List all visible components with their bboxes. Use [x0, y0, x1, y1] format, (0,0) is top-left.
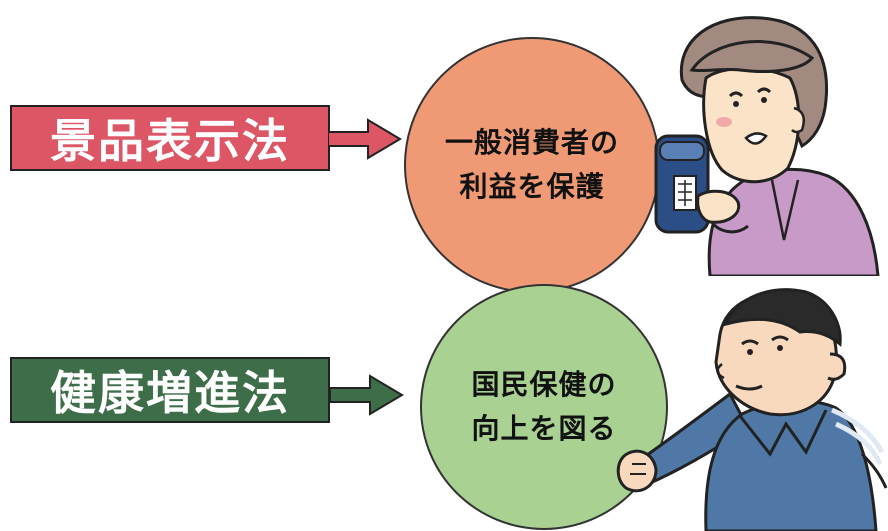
purpose-circle-public-health: 国民保健の 向上を図る [420, 284, 668, 530]
law-label-kenko-zoshin-ho: 健康増進法 [10, 357, 330, 423]
purpose-text-line: 国民保健の [471, 368, 617, 401]
law-label-keihin-hyoji-ho: 景品表示法 [10, 105, 330, 171]
arrow-right-icon [330, 374, 404, 416]
purpose-text-line: 利益を保護 [459, 170, 605, 203]
woman-with-bottle-illustration [654, 16, 880, 276]
man-in-polo-illustration [616, 288, 888, 531]
arrow-right-icon-shape [330, 374, 404, 416]
purpose-text-line: 一般消費者の [444, 126, 619, 159]
purpose-text: 一般消費者の 利益を保護 [445, 121, 619, 209]
arrow-right-icon-shape [328, 118, 402, 160]
purpose-text-line: 向上を図る [471, 412, 617, 445]
arrow-right-icon [328, 118, 402, 160]
purpose-text: 国民保健の 向上を図る [471, 363, 616, 451]
purpose-circle-consumer-protection: 一般消費者の 利益を保護 [404, 37, 660, 293]
